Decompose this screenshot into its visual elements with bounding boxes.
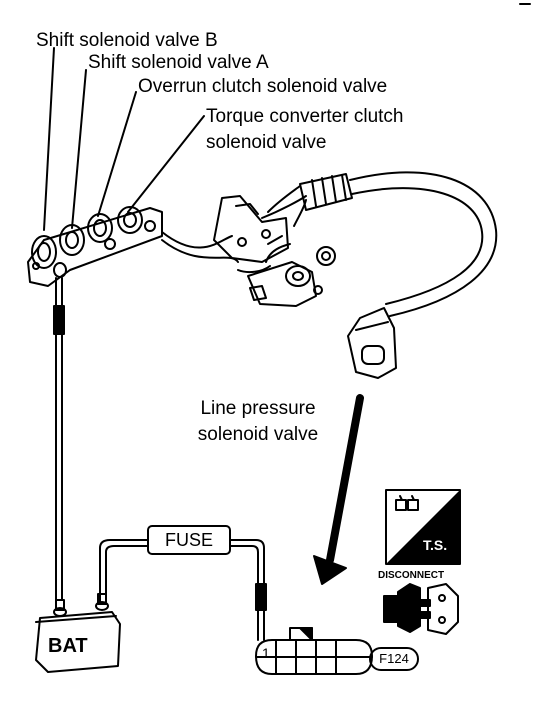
fuse-icon [147,525,231,555]
battery-label: BAT [48,635,88,657]
connector-face [255,627,373,675]
figure-code-frame [369,647,419,671]
disconnect-label: DISCONNECT [378,570,445,581]
label-line-pressure-1: Line pressure [200,398,316,419]
probe-arrow-icon [313,394,364,585]
label-shift-solenoid-a: Shift solenoid valve A [88,52,269,73]
label-line-pressure-2: solenoid valve [197,424,319,445]
label-shift-solenoid-b: Shift solenoid valve B [36,30,218,51]
label-tcc-line1: Torque converter clutch [206,106,404,127]
battery-wire [53,277,267,641]
solenoid-valve-assembly [27,206,163,287]
ts-badge-icon [385,489,461,565]
fuse-label: FUSE [164,530,213,550]
disconnect-icon [383,583,459,635]
harness [161,171,498,317]
label-tcc-line2: solenoid valve [206,132,327,153]
battery-icon [35,593,121,673]
ts-badge-label: T.S. [423,537,448,553]
connector-pin-label: 1 [262,645,270,661]
figure-code-label: F124 [379,651,409,666]
label-overrun-clutch: Overrun clutch solenoid valve [138,76,388,97]
leader-lines [43,47,205,231]
harness-connector [347,307,397,379]
